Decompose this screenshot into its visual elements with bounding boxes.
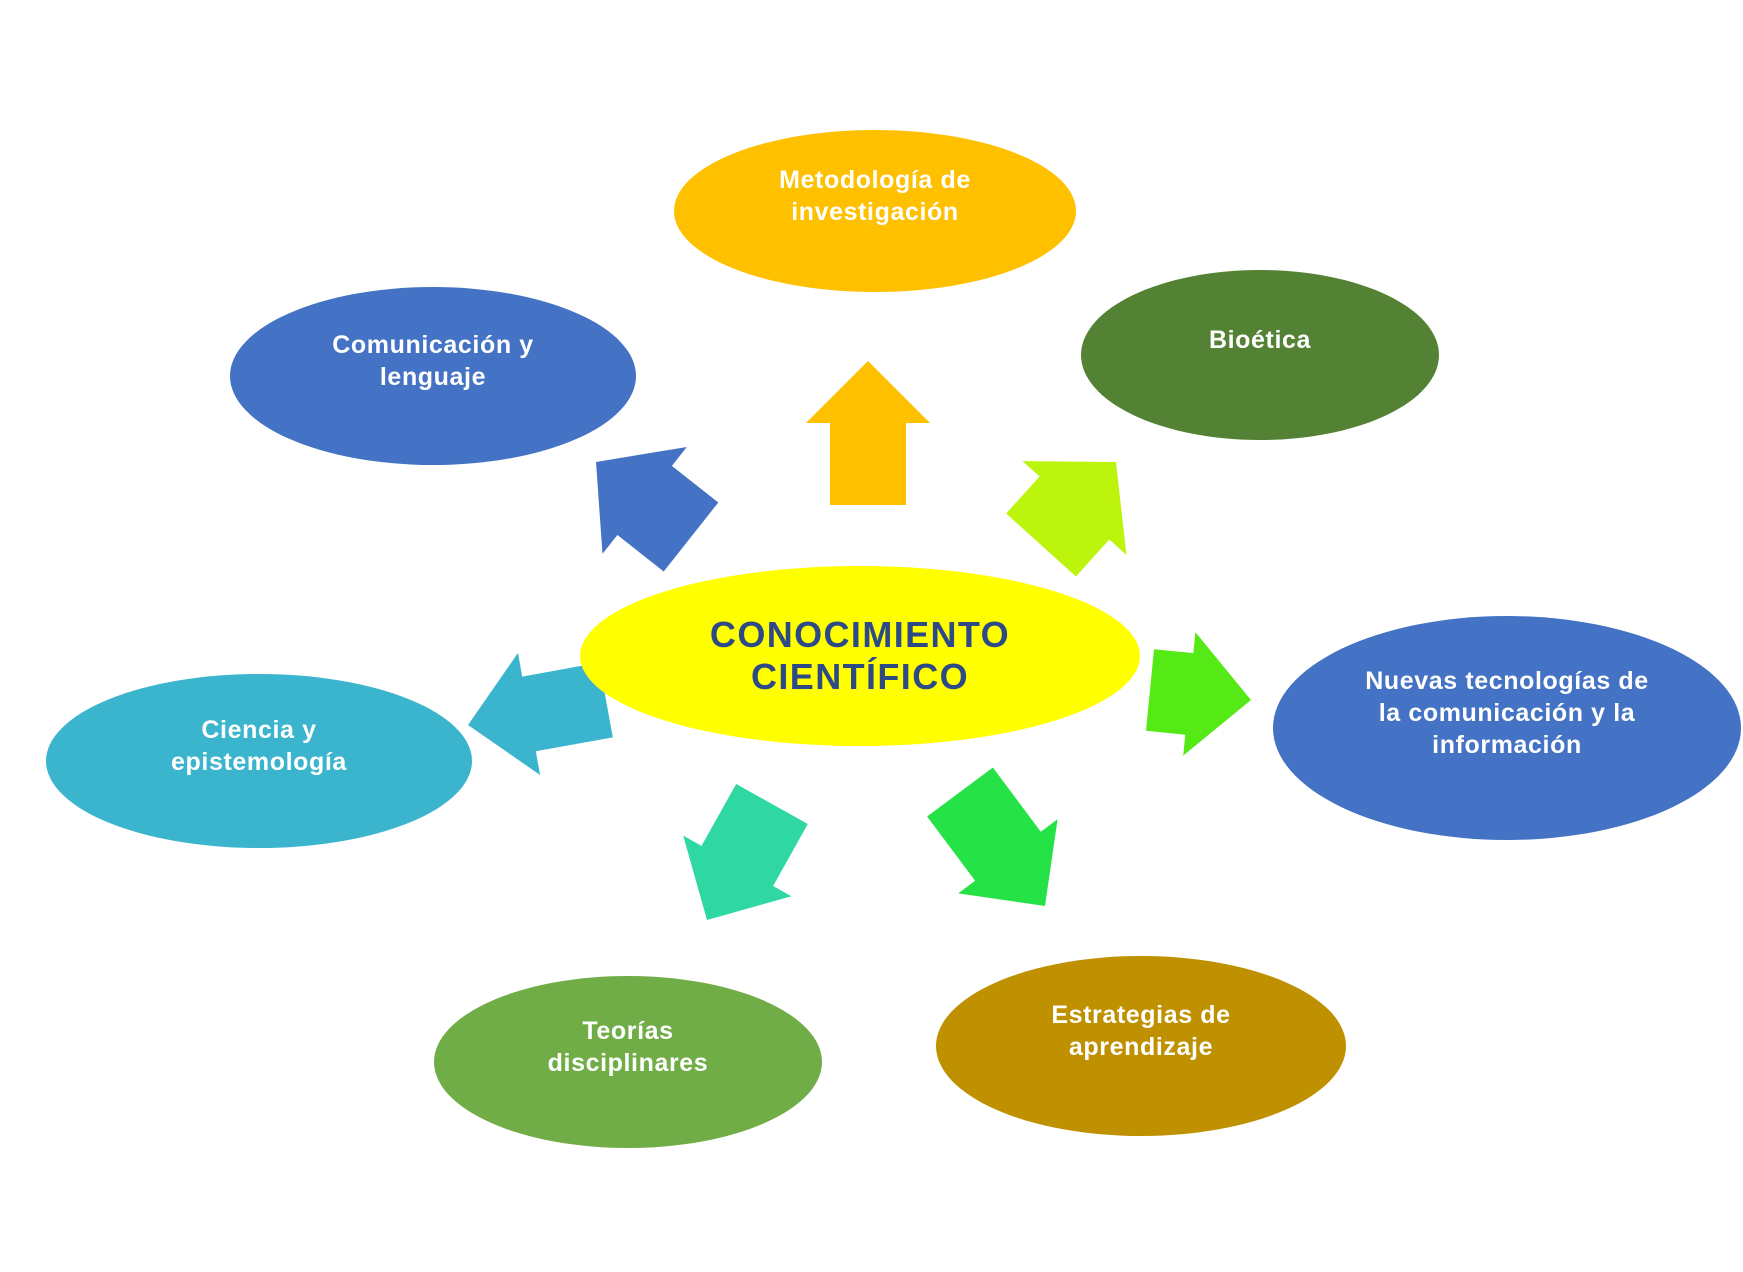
node-label-line: la comunicación y la xyxy=(1379,699,1636,727)
node-label-line: disciplinares xyxy=(548,1049,709,1077)
arrow-to-ciencia xyxy=(468,652,613,775)
node-teorias: Teorías disciplinares xyxy=(434,976,822,1148)
arrow-to-estrategias xyxy=(927,767,1058,906)
node-label-line: aprendizaje xyxy=(1069,1033,1213,1061)
node-label-line: investigación xyxy=(791,198,959,226)
node-ellipse xyxy=(674,130,1076,292)
arrow-to-comunicacion xyxy=(596,447,719,572)
node-label-line: información xyxy=(1432,731,1582,759)
arrow-to-metodologia xyxy=(806,361,930,505)
node-label-line: Nuevas tecnologías de xyxy=(1365,667,1649,695)
node-label-line: Teorías xyxy=(582,1017,673,1045)
node-ellipse xyxy=(230,287,636,465)
node-label-line: Comunicación y xyxy=(332,331,534,359)
node-ellipse xyxy=(1081,270,1439,440)
node-label-line: Estrategias de xyxy=(1051,1001,1230,1029)
node-metodologia: Metodología de investigación xyxy=(674,130,1076,292)
node-bioetica: Bioética xyxy=(1081,270,1439,440)
node-nuevas-tecnologias: Nuevas tecnologías de la comunicación y l… xyxy=(1273,616,1741,840)
node-ellipse xyxy=(936,956,1346,1136)
center-ellipse xyxy=(580,566,1140,746)
node-label-line: Ciencia y xyxy=(201,716,316,744)
node-label-line: epistemología xyxy=(171,748,347,776)
node-label-line: Metodología de xyxy=(779,166,971,194)
center-label-line: CONOCIMIENTO xyxy=(710,614,1010,655)
node-ellipse xyxy=(46,674,472,848)
node-ellipse xyxy=(434,976,822,1148)
arrow-to-nuevas-tecnologias xyxy=(1146,632,1251,756)
center-label-line: CIENTÍFICO xyxy=(751,656,969,697)
node-label-line: Bioética xyxy=(1209,326,1312,354)
node-label-line: lenguaje xyxy=(380,363,486,391)
node-ciencia: Ciencia y epistemología xyxy=(46,674,472,848)
node-ellipse xyxy=(1273,616,1741,840)
arrow-to-bioetica xyxy=(1006,461,1127,577)
node-comunicacion: Comunicación y lenguaje xyxy=(230,287,636,465)
arrow-to-teorias xyxy=(683,784,808,920)
node-estrategias: Estrategias de aprendizaje xyxy=(936,956,1346,1136)
